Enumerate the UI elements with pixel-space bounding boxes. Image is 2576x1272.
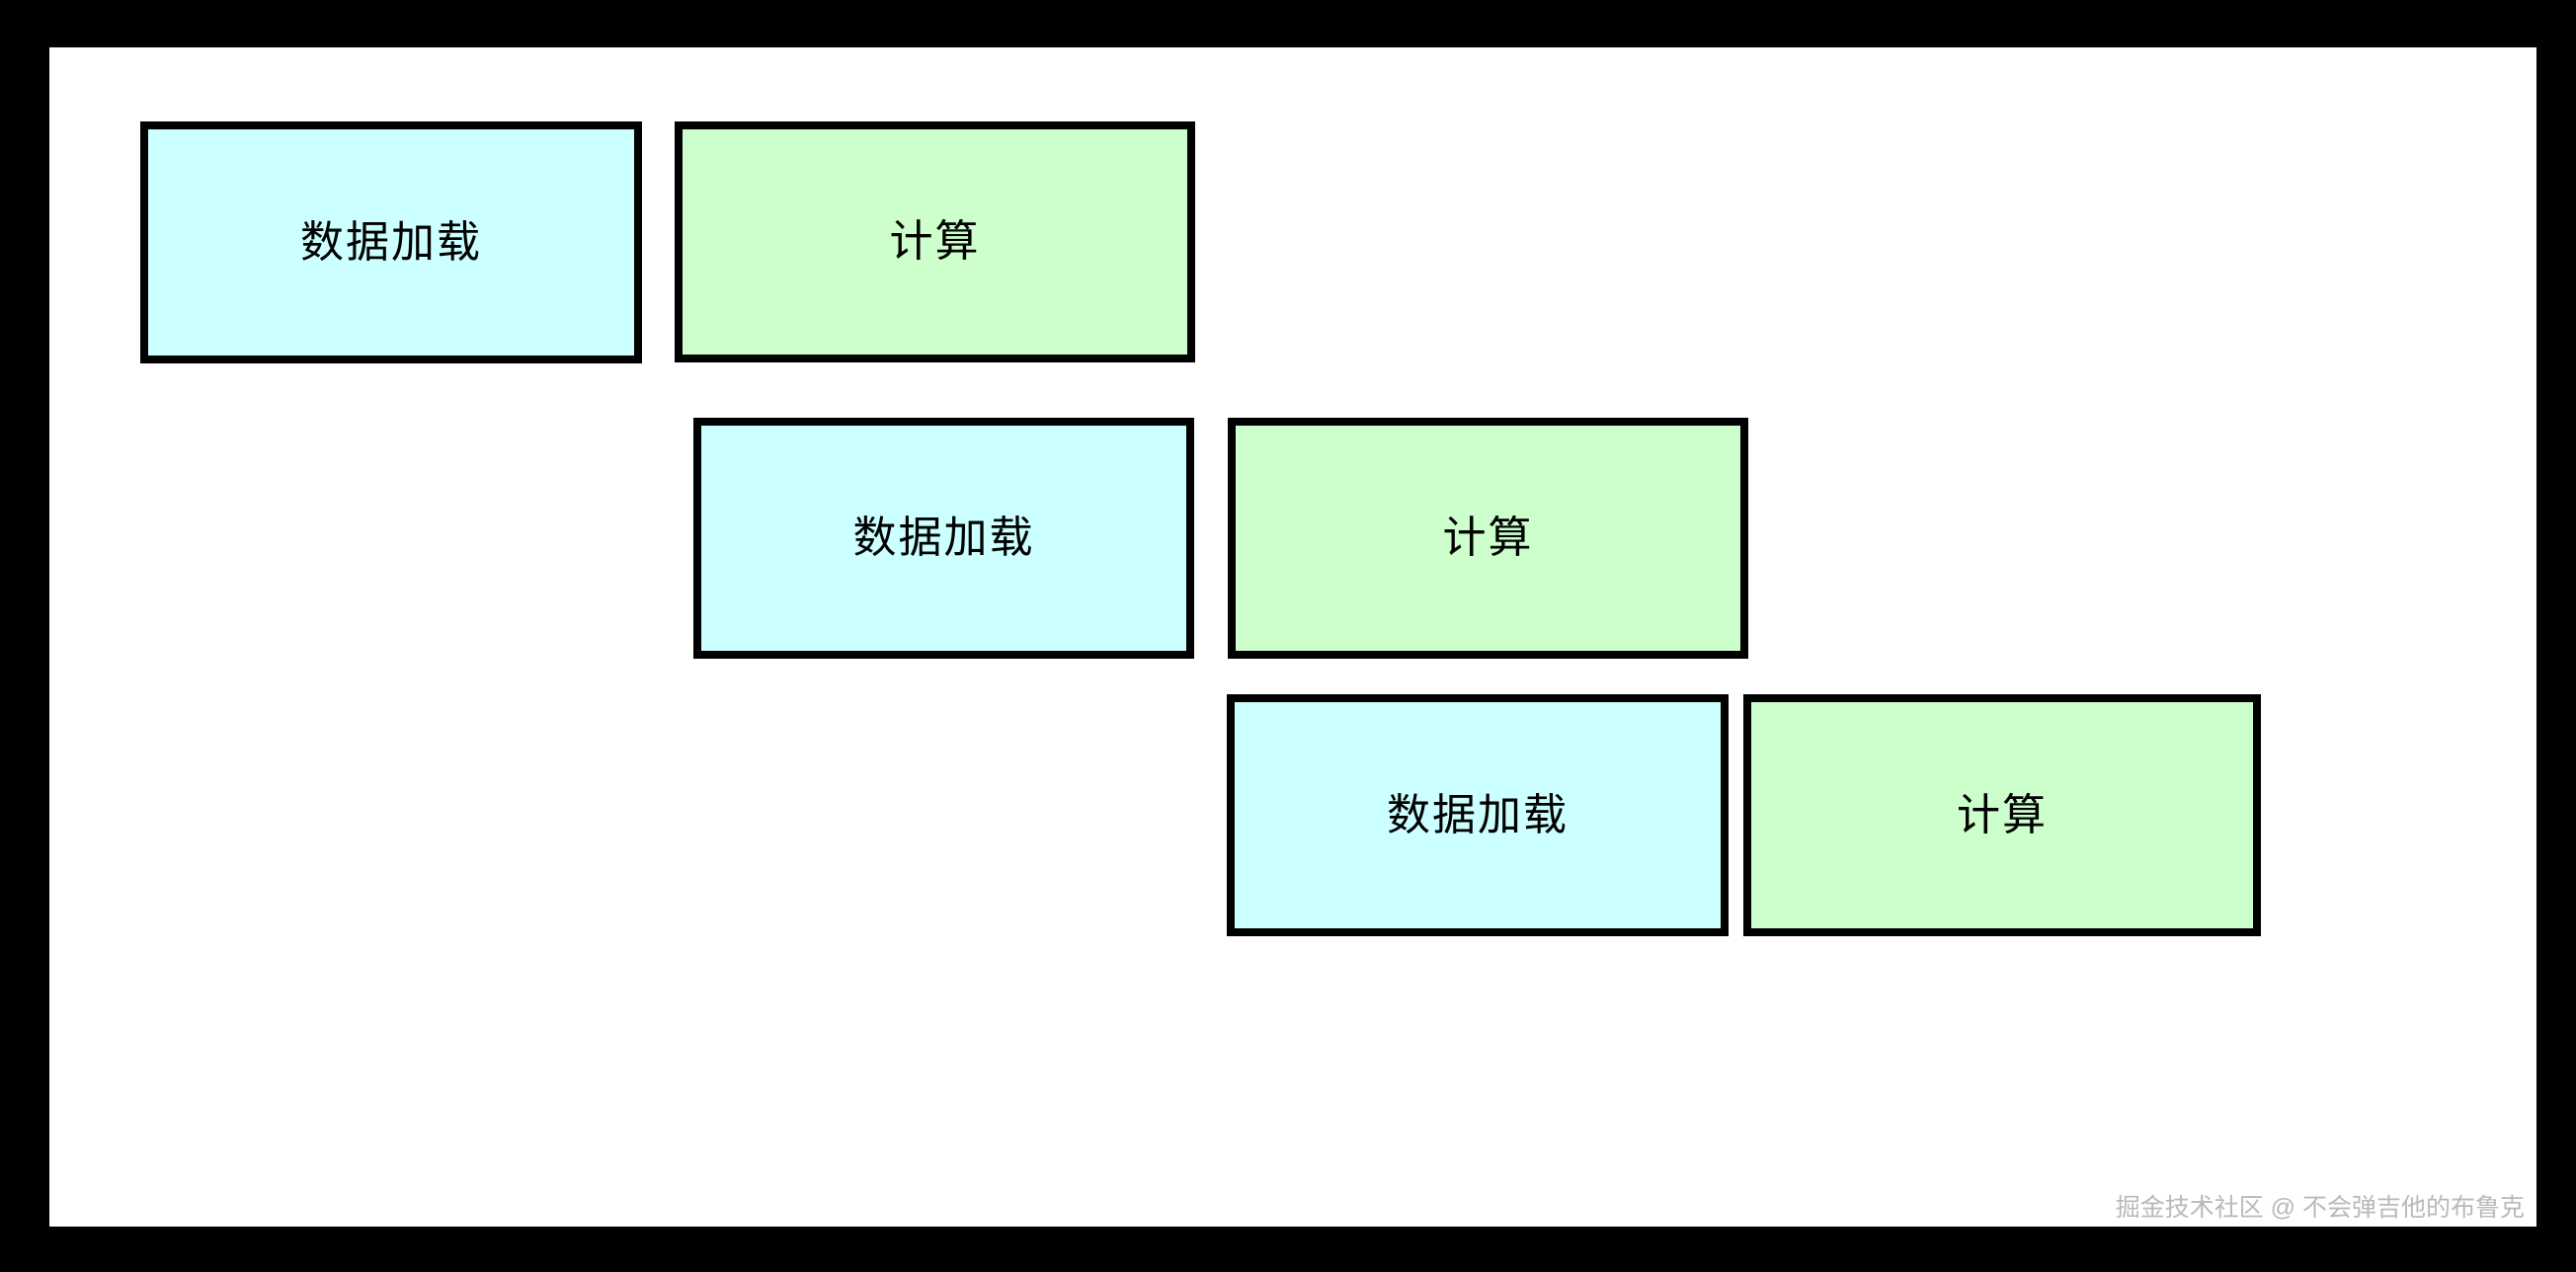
stage-box-data-load-row1: 数据加载 xyxy=(140,121,642,363)
stage-box-label: 数据加载 xyxy=(1387,790,1569,839)
stage-box-compute-row3: 计算 xyxy=(1743,694,2261,936)
stage-box-label: 计算 xyxy=(1442,514,1534,562)
stage-box-label: 数据加载 xyxy=(852,514,1035,562)
watermark-text: 掘金技术社区 @ 不会弹吉他的布鲁克 xyxy=(2115,1194,2525,1222)
stage-box-label: 计算 xyxy=(889,217,981,266)
diagram-page: 数据加载计算数据加载计算数据加载计算掘金技术社区 @ 不会弹吉他的布鲁克 xyxy=(49,47,2536,1227)
stage-box-compute-row2: 计算 xyxy=(1228,418,1748,659)
stage-box-label: 计算 xyxy=(1957,790,2048,839)
stage-box-data-load-row3: 数据加载 xyxy=(1227,694,1729,936)
stage-box-data-load-row2: 数据加载 xyxy=(693,418,1194,659)
stage-box-compute-row1: 计算 xyxy=(675,121,1195,362)
stage-box-label: 数据加载 xyxy=(300,217,482,267)
